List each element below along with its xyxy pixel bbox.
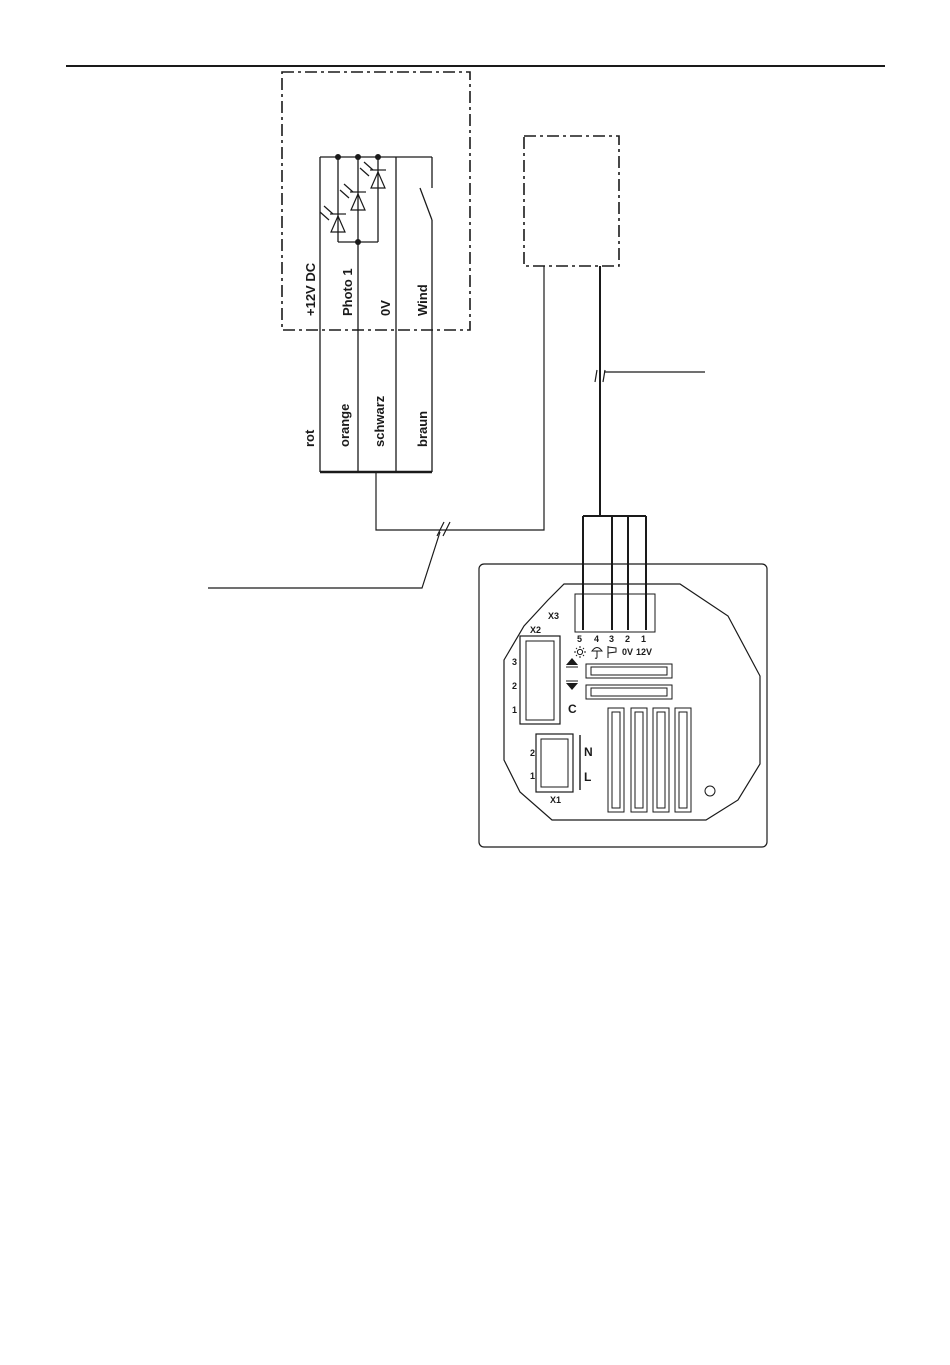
terminal-label-wind: Wind (415, 284, 430, 316)
wire-label-braun: braun (415, 411, 430, 447)
mounting-hole (705, 786, 715, 796)
terminal-label-12v-dc: +12V DC (303, 262, 318, 316)
wire-label-rot: rot (302, 429, 317, 447)
connection-cable-right (583, 266, 705, 630)
terminal-slots (608, 708, 691, 812)
photodiode-icon (320, 162, 386, 232)
wire-label-schwarz: schwarz (372, 395, 387, 447)
arrow-down-icon (566, 681, 578, 690)
live-label: L (584, 770, 591, 784)
rain-umbrella-icon (592, 648, 602, 659)
x1-pin-1: 1 (530, 771, 535, 781)
x3-pin-3-number: 3 (609, 634, 614, 644)
terminal-label-0v: 0V (378, 300, 393, 316)
x3-pin-5-number: 5 (577, 634, 582, 644)
x3-pin-2-text: 0V (622, 647, 633, 657)
relay-bars (586, 664, 672, 699)
connector-x2-label: X2 (530, 625, 541, 635)
connector-x3-label: X3 (548, 611, 559, 621)
connector-x2-inner (526, 641, 554, 720)
controller-insert-outline (504, 584, 760, 820)
x3-pin-1-number: 1 (641, 634, 646, 644)
controller-frame (479, 564, 767, 847)
x3-pin-4-number: 4 (594, 634, 599, 644)
x2-pin-2: 2 (512, 681, 517, 691)
wind-flag-icon (608, 646, 616, 658)
x3-pin-2-number: 2 (625, 634, 630, 644)
connector-x1-block (536, 734, 573, 792)
arrow-up-icon (566, 658, 578, 667)
connector-x1-inner (541, 739, 568, 787)
connector-x3-outline (575, 594, 655, 632)
x1-pin-2: 2 (530, 748, 535, 758)
x3-pin-1-text: 12V (636, 647, 652, 657)
junction-box-outline (524, 136, 619, 266)
sun-icon (574, 646, 586, 658)
x2-pin-1: 1 (512, 705, 517, 715)
wire-label-orange: orange (337, 404, 352, 447)
x2-pin-3: 3 (512, 657, 517, 667)
common-terminal-label: C (568, 702, 577, 716)
connector-x1-label: X1 (550, 795, 561, 805)
terminal-label-photo-1: Photo 1 (340, 268, 355, 316)
neutral-label: N (584, 745, 593, 759)
